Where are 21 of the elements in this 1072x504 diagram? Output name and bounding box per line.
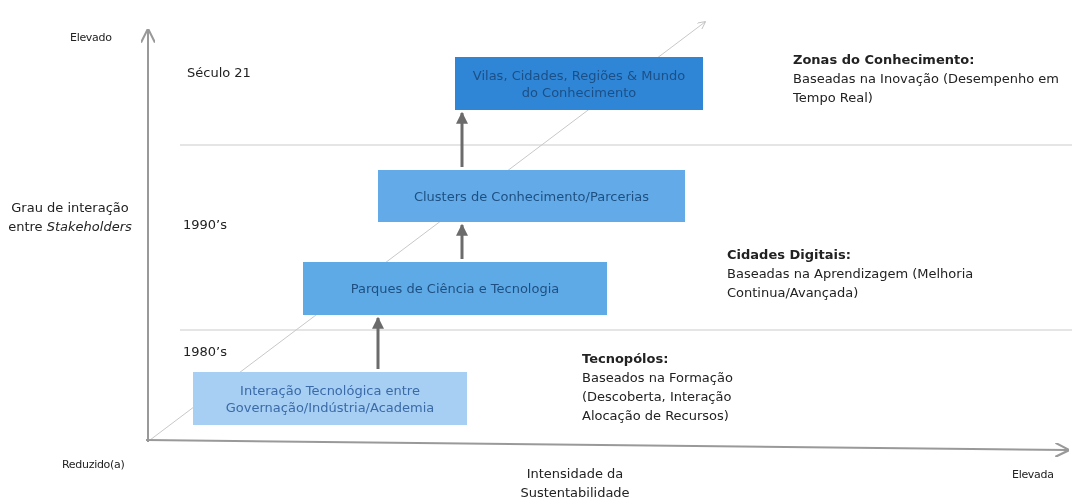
stage-description: Baseados na Formação (Descoberta, Interação Alocação de Recursos) [582, 369, 734, 425]
arrow [456, 223, 468, 259]
stage-description: Baseadas na Inovação (Desempenho em Tempo Real) [793, 70, 1060, 107]
stage-box: Parques de Ciência e Tecnologia [303, 262, 607, 315]
era-label: 1980’s [183, 343, 227, 361]
stage-box: Clusters de Conhecimento/Parcerias [378, 170, 685, 222]
axis-label: Elevado [70, 30, 112, 46]
era-label: 1990’s [183, 216, 227, 234]
stage-box: Interação Tecnológica entre Governação/Indústria/Academia [193, 372, 467, 425]
stage-box: Vilas, Cidades, Regiões & Mundo do Conhecimento [455, 57, 703, 110]
arrow [372, 316, 384, 369]
stage-heading: Zonas do Conhecimento: [793, 51, 975, 69]
era-label: Século 21 [187, 64, 251, 82]
stage-heading: Cidades Digitais: [727, 246, 851, 264]
arrow [456, 111, 468, 167]
axis-label: Reduzido(a) [62, 457, 125, 473]
axis-title: Grau de interação entre Stakeholders [8, 199, 132, 236]
stage-heading: Tecnopólos: [582, 350, 669, 368]
stage-description: Baseadas na Aprendizagem (Melhoria Continua/Avançada) [727, 265, 975, 302]
axis-label: Elevada [1012, 467, 1054, 483]
axis-title: Intensidade da Sustentabilidade [519, 465, 631, 502]
